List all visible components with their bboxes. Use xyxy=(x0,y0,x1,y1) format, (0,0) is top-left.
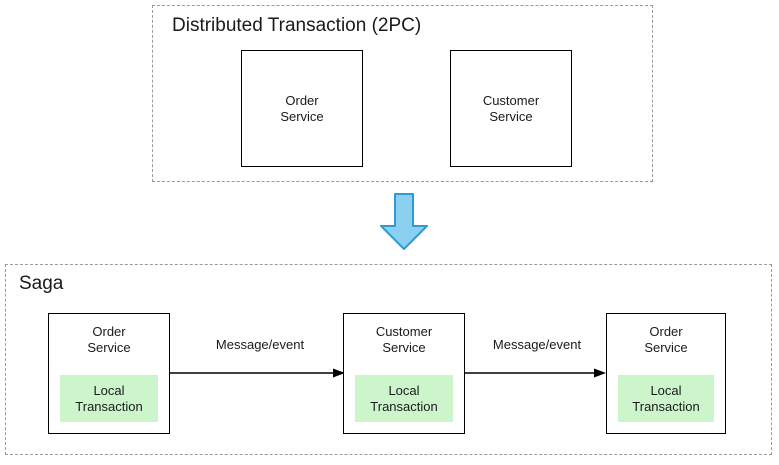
local-transaction-badge: Local Transaction xyxy=(355,375,453,422)
service-box-label: Order Service xyxy=(280,92,324,124)
service-box-order-service-2pc[interactable]: Order Service xyxy=(241,50,363,167)
connector-label-message-event-2: Message/event xyxy=(492,337,582,352)
saga-box-title: Order Service xyxy=(87,324,131,355)
saga-box-title: Order Service xyxy=(644,324,688,355)
saga-box-order-service-2[interactable]: Order Service Local Transaction xyxy=(606,313,726,434)
down-arrow-icon xyxy=(379,193,429,251)
local-transaction-badge: Local Transaction xyxy=(60,375,158,422)
service-box-label: Customer Service xyxy=(482,92,540,124)
saga-box-order-service-1[interactable]: Order Service Local Transaction xyxy=(48,313,170,434)
local-transaction-label: Local Transaction xyxy=(632,382,700,414)
saga-title: Saga xyxy=(19,273,64,294)
connector-label-message-event-1: Message/event xyxy=(215,337,305,352)
connector-arrow-2 xyxy=(465,367,606,379)
service-box-customer-service-2pc[interactable]: Customer Service xyxy=(450,50,572,167)
local-transaction-badge: Local Transaction xyxy=(618,375,714,422)
saga-group xyxy=(5,264,772,455)
connector-arrow-1 xyxy=(170,367,345,379)
local-transaction-label: Local Transaction xyxy=(370,382,438,414)
distributed-transaction-title: Distributed Transaction (2PC) xyxy=(172,15,422,36)
local-transaction-label: Local Transaction xyxy=(75,382,143,414)
saga-box-title: Customer Service xyxy=(375,324,433,355)
distributed-transaction-group xyxy=(152,5,653,182)
saga-box-customer-service[interactable]: Customer Service Local Transaction xyxy=(343,313,465,434)
